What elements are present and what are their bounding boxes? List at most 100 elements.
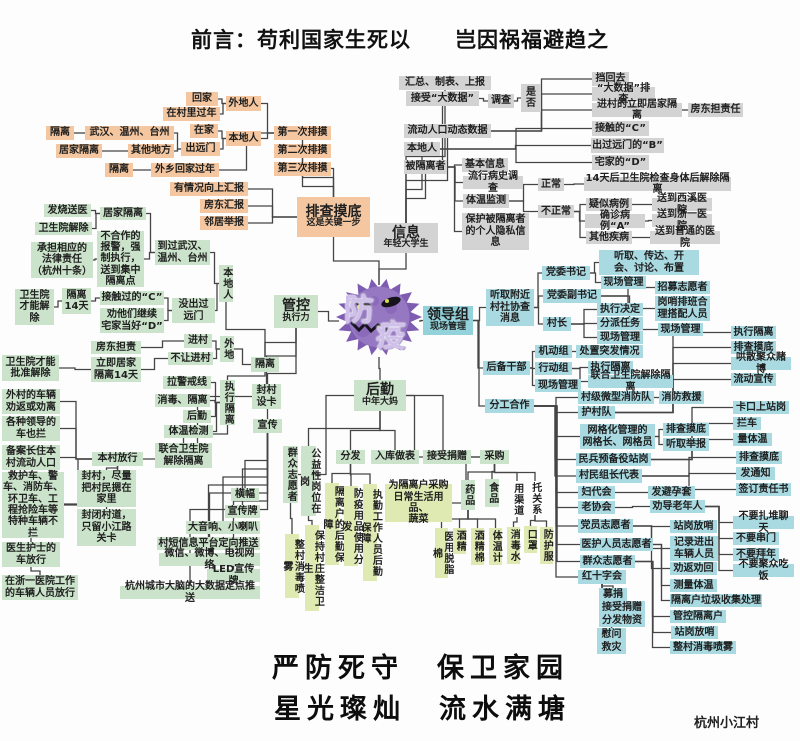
diagram-node-c10: 发烧送医 <box>44 204 91 217</box>
diagram-node-f17: 酒精棉 <box>471 528 484 565</box>
diagram-node-e46: 不要聚众吃饭 <box>733 559 794 582</box>
diagram-node-f4: 保持村庄整洁卫生 <box>301 525 323 611</box>
diagram-node-c16: 隔离 14天 <box>62 288 91 314</box>
diagram-node-c2: 本地人 <box>219 265 233 302</box>
diagram-node-e61: 分发物资 <box>599 614 645 627</box>
diagram-node-a7: 隔离 <box>46 126 74 140</box>
diagram-node-b12: 出过远门的“B” <box>591 138 664 153</box>
diagram-node-b24: 确诊病例“A” <box>585 210 645 232</box>
diagram-node-c43: 杭州城市大脑的大数据定点推送 <box>120 581 260 604</box>
diagram-node-a11: 隔离 <box>105 163 133 177</box>
diagram-node-e43: 不要扎堆聊天 <box>733 511 794 534</box>
diagram-node-a16: 有情况向上汇报 <box>170 182 248 196</box>
diagram-node-e32: 卡口上站岗 <box>733 401 789 414</box>
diagram-node-e53: 隔离户垃圾收集处理 <box>670 594 762 607</box>
diagram-node-e35: 村民组长代表 <box>576 469 642 483</box>
diagram-node-f22: 口罩 <box>524 526 537 553</box>
diagram-node-b9: 房东担责任 <box>688 103 743 117</box>
diagram-node-e15: 处置突发情况 <box>576 345 643 358</box>
slogan-line1: 严防死守 保卫家园 <box>272 653 569 684</box>
diagram-node-e50: 劝返劝回 <box>670 562 717 575</box>
diagram-node-e13: 后备干部 <box>483 361 530 375</box>
diagram-node-e2: 党委书记 <box>542 266 590 280</box>
diagram-node-b14: 被隔离者 <box>404 160 447 174</box>
diagram-node-c37: 横幅 <box>231 488 259 501</box>
diagram-node-f10: 防疫用品使用分发 <box>340 486 363 566</box>
diagram-node-a3: 外地人 <box>226 96 261 111</box>
diagram-node-b6: 挡回去 <box>592 72 629 86</box>
diagram-node-e40: 发避孕套 <box>648 486 695 499</box>
diagram-node-e34: 量体温 <box>733 433 772 446</box>
diagram-node-e3: 听取、传达、开 会、讨论、布置 <box>599 250 699 275</box>
diagram-node-e47: 党员志愿者 <box>578 519 633 533</box>
diagram-node-e19: 现场管理 <box>535 379 581 392</box>
diagram-node-c27: 联合卫生院 解除隔离 <box>155 443 212 468</box>
diagram-node-a14: 第二次排摸 <box>274 144 331 158</box>
diagram-node-f18: 体温计 <box>489 528 502 565</box>
diagram-node-e1: 听取附近 村社协查 消息 <box>486 289 534 326</box>
diagram-node-e37: 发通知 <box>736 467 775 480</box>
diagram-node-f16: 酒精 <box>453 528 466 554</box>
signature: 杭州小江村 <box>694 716 760 731</box>
diagram-node-e41: 老协会 <box>578 501 615 514</box>
diagram-node-e60: 接受捐赠 <box>599 601 645 614</box>
diagram-node-e33: 拦车 <box>733 417 761 430</box>
diagram-node-c17: 卫生院 才能解 除 <box>15 289 54 325</box>
diagram-node-b1: 汇总、制表、上报 <box>399 76 491 90</box>
diagram-node-e56: 站岗放哨 <box>671 626 718 639</box>
diagram-node-a2: 在村里过年 <box>163 107 220 121</box>
diagram-node-c7: 到过武汉、 温州、台州 <box>155 240 210 265</box>
slogan-line2: 星光璨灿 流水满塘 <box>274 694 571 725</box>
diagram-node-e10: 执行决定 <box>597 303 643 316</box>
diagram-node-e18: 联合卫生院解除隔离 <box>588 370 673 393</box>
diagram-node-e26: 哄散聚众赌博 <box>731 352 791 375</box>
diagram-node-c42: LED宣传牌 <box>207 564 260 587</box>
diagram-node-b16: 流行病史调查 <box>463 171 523 194</box>
diagram-node-c35: 封村，尽量 把村民摁在 家里 <box>77 470 136 507</box>
diagram-node-a19: 排查摸底这是关键一步 <box>297 197 370 237</box>
diagram-node-e38: 签订责任书 <box>736 483 791 496</box>
diagram-node-c28: 本村放行 <box>92 452 143 466</box>
diagram-node-e44: 不要串门 <box>733 532 779 545</box>
diagram-node-a13: 第一次排摸 <box>274 126 331 140</box>
diagram-node-f7: 接受捐赠 <box>423 450 471 464</box>
diagram-node-b23: 送到西溪医院 <box>652 193 712 216</box>
diagram-node-e22: 消防救援 <box>659 391 704 404</box>
diagram-node-f6: 入库做表 <box>371 450 419 464</box>
diagram-node-a9: 居家隔离 <box>56 144 102 158</box>
diagram-node-e59: 募捐 <box>599 588 627 601</box>
diagram-node-a6: 本地人 <box>226 131 261 146</box>
diagram-node-b5: 流动人口动态数据 <box>404 124 491 138</box>
diagram-node-e49: 记录进出 车辆人员 <box>670 536 718 561</box>
diagram-node-e21: 村级微型消防队 <box>578 391 654 404</box>
diagram-node-c20: 房东担责 <box>91 341 141 354</box>
diagram-node-b11: 接触的“C” <box>592 121 649 136</box>
diagram-node-f13: 药品 <box>461 480 475 510</box>
diagram-node-b8: 进村的立即居家隔离 <box>592 99 682 121</box>
diagram-node-b0: 信息年轻大学生 <box>374 223 438 253</box>
diagram-node-b7: “大数据”排查 <box>592 83 655 105</box>
diagram-node-e58: 红十字会 <box>578 570 626 584</box>
diagram-node-c32: 救护车、警 车、消防车、 环卫车、工 程抢险车等 特种车辆不 拦 <box>2 470 64 539</box>
diagram-node-c40: 村短信息平台定向推送 <box>157 537 260 550</box>
diagram-node-e42: 劝导老年人 <box>650 500 705 513</box>
page-title: 前言：苟利国家生死以 岂因祸福避趋之 <box>191 28 609 52</box>
virus-label-char2: 疫 <box>376 319 406 354</box>
diagram-node-e12: 现场管理 <box>597 331 643 344</box>
diagram-node-e29: 排查摸底 <box>663 423 709 436</box>
diagram-node-c39: 大音响、小喇叭 <box>186 521 260 534</box>
diagram-node-a1: 回家 <box>186 92 218 106</box>
diagram-node-f23: 防护服 <box>540 527 553 564</box>
diagram-node-e9: 村长 <box>543 317 571 331</box>
diagram-node-c23: 拉警戒线 <box>163 376 211 389</box>
diagram-node-c34: 在浙一医院工作 的车辆人员放行 <box>2 575 78 600</box>
diagram-node-b27: 送到普通的医院 <box>650 226 720 249</box>
diagram-node-c25: 后勤 <box>183 410 211 423</box>
diagram-node-c24: 消毒、隔离 <box>155 394 210 407</box>
diagram-node-e45: 不要拜年 <box>733 548 779 561</box>
diagram-node-e63: 救灾 <box>597 641 626 654</box>
diagram-node-f15: 医用脱脂棉 <box>431 528 453 578</box>
diagram-node-c36: 封闭村道， 只留小江路 关卡 <box>77 509 136 546</box>
diagram-node-e5: 党委副书记 <box>543 289 601 303</box>
diagram-node-a17: 房东汇报 <box>200 199 248 213</box>
